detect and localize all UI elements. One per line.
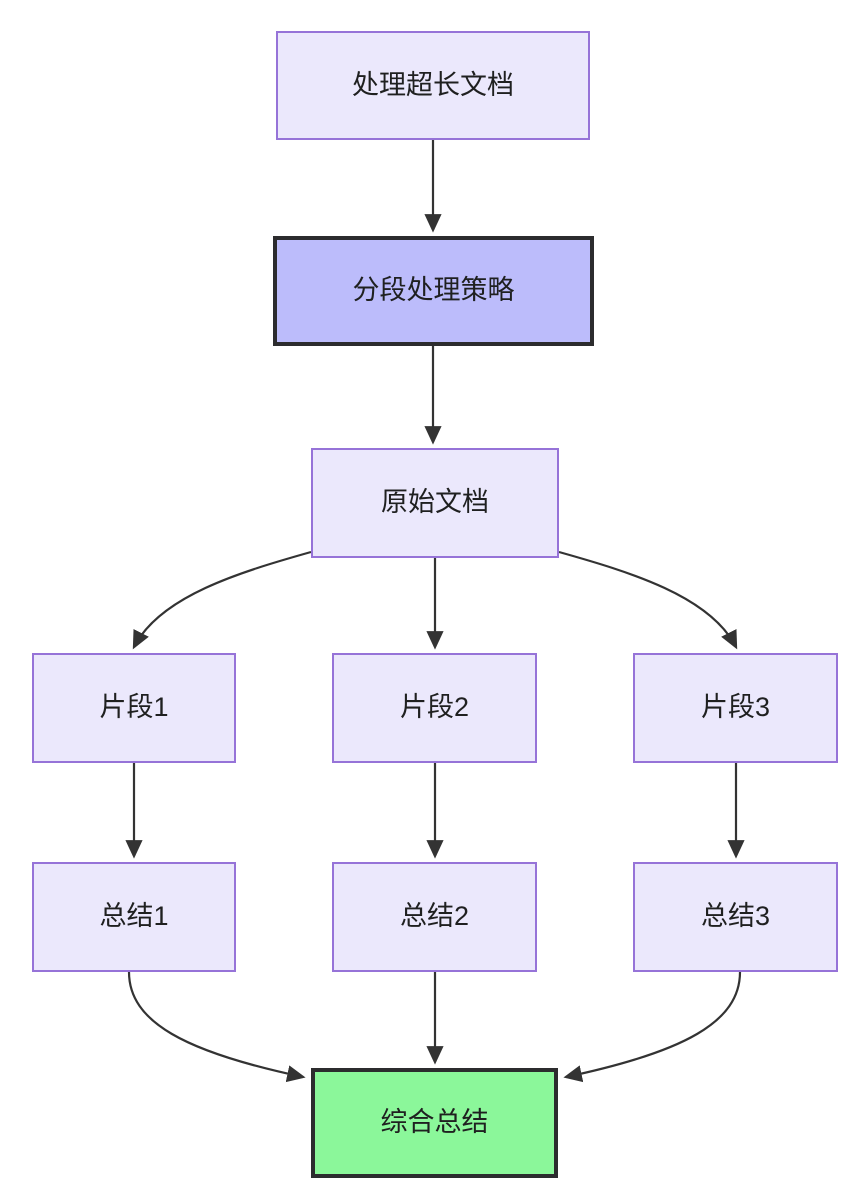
node-chunk-1[interactable]: 片段1 [32, 653, 236, 763]
node-label-summary-1: 总结1 [99, 901, 169, 932]
node-chunk-2[interactable]: 片段2 [332, 653, 537, 763]
node-label-chunk-1: 片段1 [99, 692, 169, 723]
edge-source-doc-to-chunk-1 [132, 550, 312, 650]
node-long-doc[interactable]: 处理超长文档 [276, 31, 590, 140]
node-label-chunk-3: 片段3 [700, 692, 771, 723]
node-label-summary-2: 总结2 [399, 901, 470, 932]
node-label-strategy: 分段处理策略 [352, 275, 515, 306]
node-summary-3[interactable]: 总结3 [633, 862, 838, 972]
node-source-doc[interactable]: 原始文档 [311, 448, 559, 558]
node-final-summary[interactable]: 综合总结 [311, 1068, 558, 1178]
node-label-final-summary: 综合总结 [380, 1107, 489, 1138]
node-label-long-doc: 处理超长文档 [352, 69, 514, 100]
node-label-summary-3: 总结3 [700, 901, 771, 932]
edge-summary-1-to-final-summary [127, 971, 306, 1083]
node-chunk-3[interactable]: 片段3 [633, 653, 838, 763]
node-summary-1[interactable]: 总结1 [32, 862, 236, 972]
node-summary-2[interactable]: 总结2 [332, 862, 537, 972]
node-strategy[interactable]: 分段处理策略 [273, 236, 594, 346]
edge-source-doc-to-chunk-3 [558, 550, 738, 650]
node-label-source-doc: 原始文档 [381, 487, 489, 518]
edge-summary-3-to-final-summary [563, 971, 742, 1083]
node-label-chunk-2: 片段2 [399, 692, 470, 723]
